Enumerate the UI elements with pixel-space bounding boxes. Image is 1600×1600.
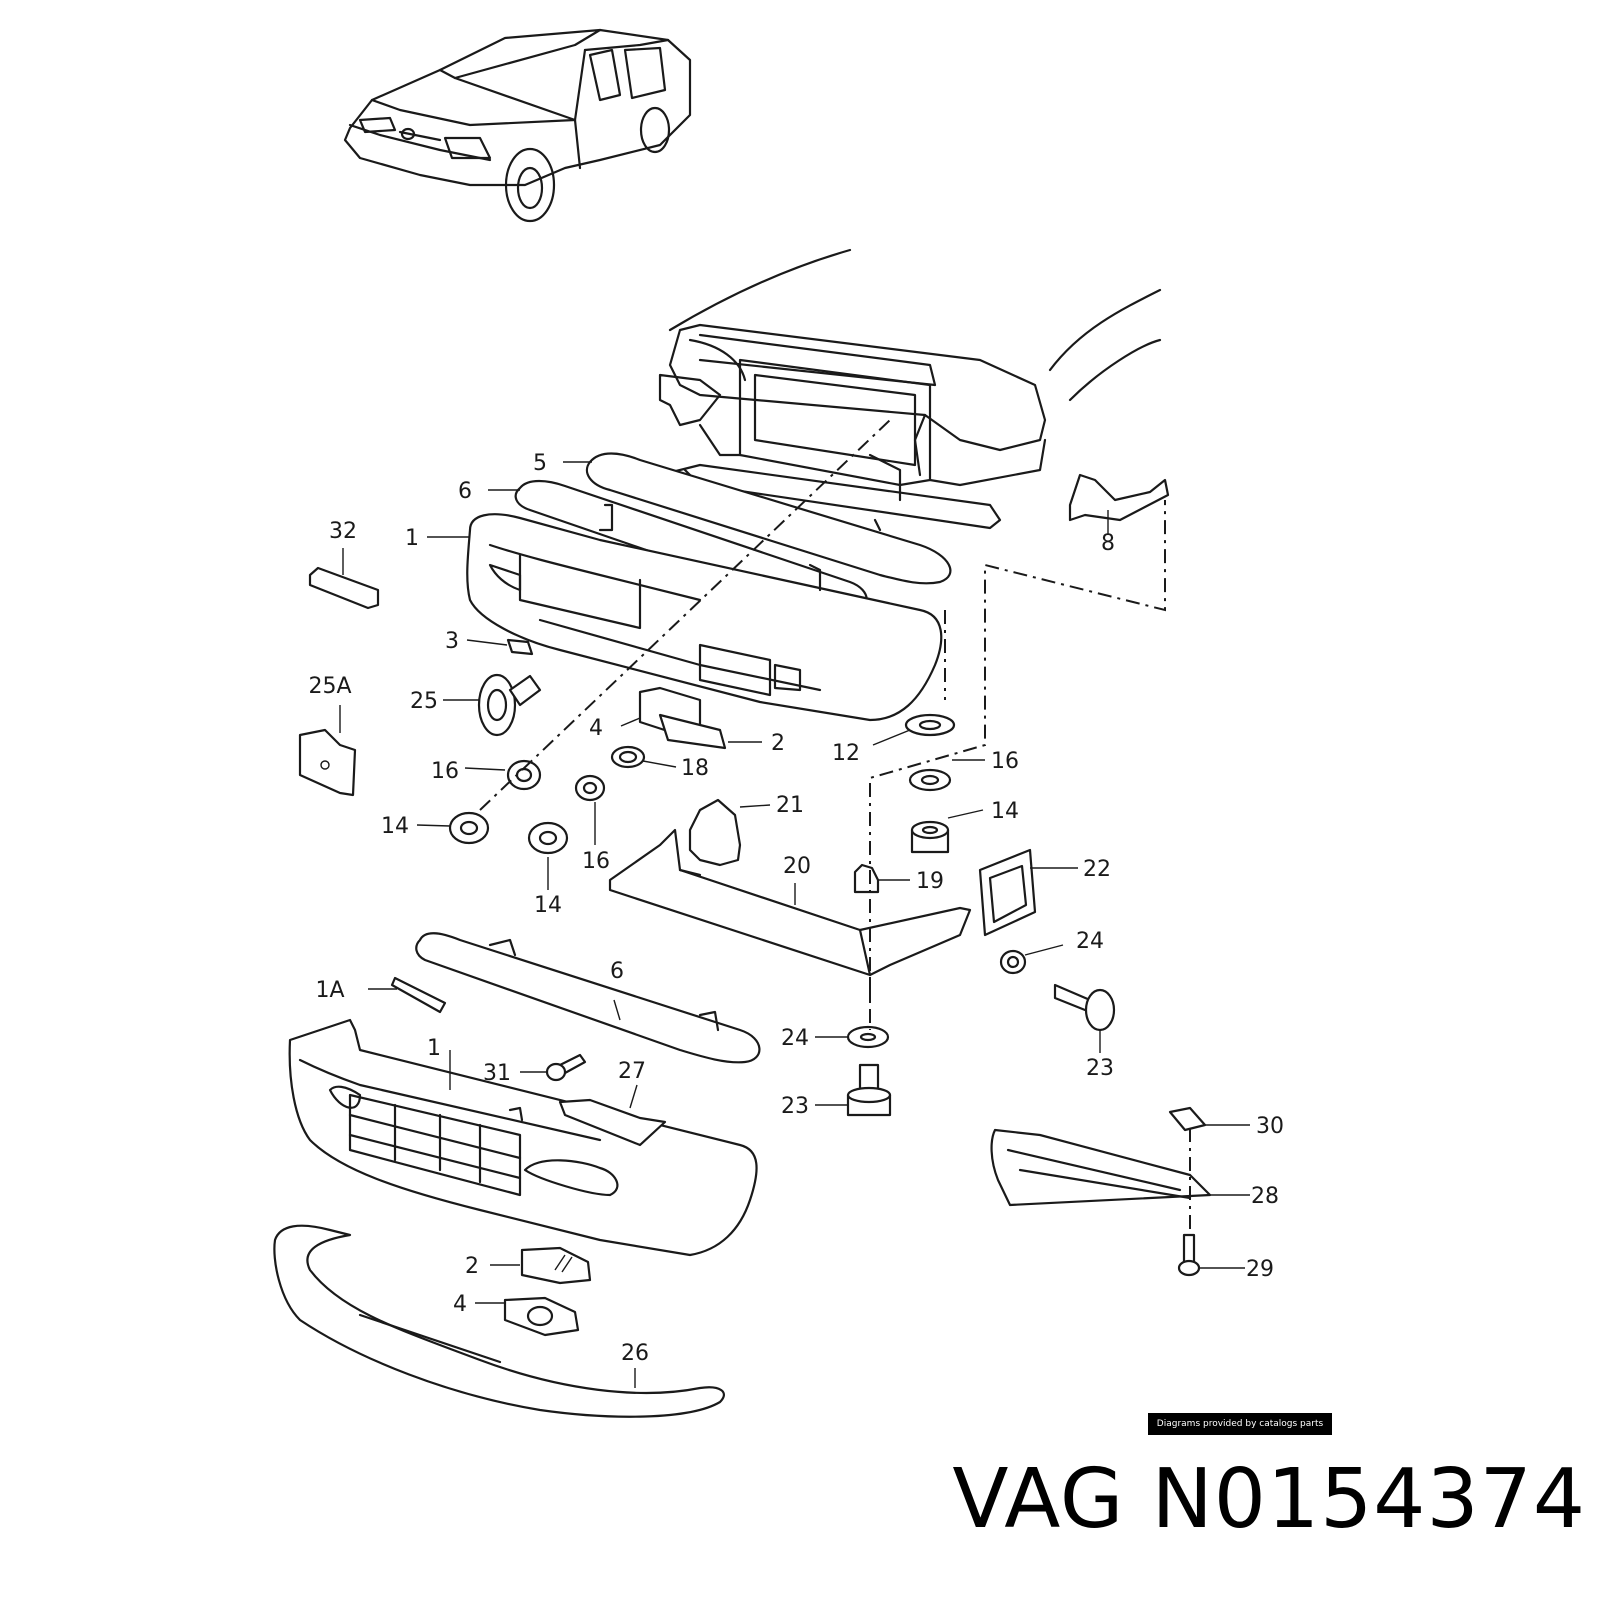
part-19-clip — [853, 863, 880, 894]
part-23-bolt-right — [1053, 983, 1116, 1032]
callout-4-lower: 4 — [453, 1292, 467, 1317]
callout-32: 32 — [329, 519, 357, 544]
fasteners-left — [448, 745, 646, 855]
callout-12: 12 — [832, 741, 860, 766]
part-25-bolt — [477, 673, 542, 737]
part-number-title: VAG N0154374 — [952, 1452, 1586, 1547]
part-26-spoiler — [273, 1224, 725, 1418]
callout-16-center: 16 — [582, 849, 610, 874]
leader-lines — [339, 461, 1250, 1388]
callout-22: 22 — [1083, 857, 1111, 882]
part-29-screw — [1177, 1233, 1201, 1277]
callout-27: 27 — [618, 1059, 646, 1084]
callout-1-lower: 1 — [427, 1036, 441, 1061]
callout-1A: 1A — [315, 978, 344, 1003]
part-21 — [688, 798, 742, 867]
part-32 — [308, 566, 380, 610]
part-24-washer-right — [999, 949, 1027, 975]
callout-2-lower: 2 — [465, 1254, 479, 1279]
part-2-upper — [658, 713, 727, 750]
callout-24-center: 24 — [781, 1026, 809, 1051]
callout-6: 6 — [458, 479, 472, 504]
credit-banner: Diagrams provided by catalogs parts — [1148, 1413, 1332, 1435]
callout-19: 19 — [916, 869, 944, 894]
callout-3: 3 — [445, 629, 459, 654]
callout-24-right: 24 — [1076, 929, 1104, 954]
callout-2-upper: 2 — [771, 731, 785, 756]
part-3 — [506, 638, 534, 656]
fasteners-right — [904, 713, 956, 854]
callout-16-right: 16 — [991, 749, 1019, 774]
callout-16-left: 16 — [431, 759, 459, 784]
callout-23-right: 23 — [1086, 1056, 1114, 1081]
part-24-washer-center — [846, 1025, 890, 1049]
callout-14-right: 14 — [991, 799, 1019, 824]
callout-18: 18 — [681, 756, 709, 781]
callout-4-upper: 4 — [589, 716, 603, 741]
part-1A — [390, 976, 447, 1014]
part-6-impact-strip-lower — [415, 932, 761, 1064]
part-23-bolt-center — [846, 1063, 892, 1117]
callout-1: 1 — [405, 526, 419, 551]
part-22 — [978, 848, 1037, 937]
callout-5: 5 — [533, 451, 547, 476]
assembly-lines — [479, 419, 1191, 1232]
car-front-body — [658, 248, 1162, 502]
callout-25A: 25A — [308, 674, 351, 699]
part-20-undertray — [608, 828, 972, 977]
callout-21: 21 — [776, 793, 804, 818]
callout-25: 25 — [410, 689, 438, 714]
callout-23-center: 23 — [781, 1094, 809, 1119]
callout-20: 20 — [783, 854, 811, 879]
part-28 — [990, 1128, 1212, 1207]
part-1-bumper-cover-lower — [288, 1018, 758, 1257]
car-thumbnail — [343, 28, 692, 223]
part-30 — [1168, 1106, 1207, 1132]
callout-14-left: 14 — [381, 814, 409, 839]
callout-29: 29 — [1246, 1257, 1274, 1282]
part-2-lower — [520, 1246, 592, 1285]
callout-28: 28 — [1251, 1184, 1279, 1209]
part-31-screw — [545, 1053, 587, 1082]
callout-31: 31 — [483, 1061, 511, 1086]
part-1-bumper-cover-upper — [466, 503, 943, 722]
callout-8: 8 — [1101, 531, 1115, 556]
part-4-lower — [503, 1296, 580, 1337]
callout-30: 30 — [1256, 1114, 1284, 1139]
part-27 — [558, 1098, 667, 1147]
callout-14-center: 14 — [534, 893, 562, 918]
callout-6-lower: 6 — [610, 959, 624, 984]
part-5-trim-strip — [585, 452, 952, 585]
part-8-bracket — [1068, 473, 1170, 522]
callout-26: 26 — [621, 1341, 649, 1366]
callout-labels: 5 6 1 32 8 3 25A 25 4 2 12 16 16 18 21 1… — [308, 451, 1284, 1366]
